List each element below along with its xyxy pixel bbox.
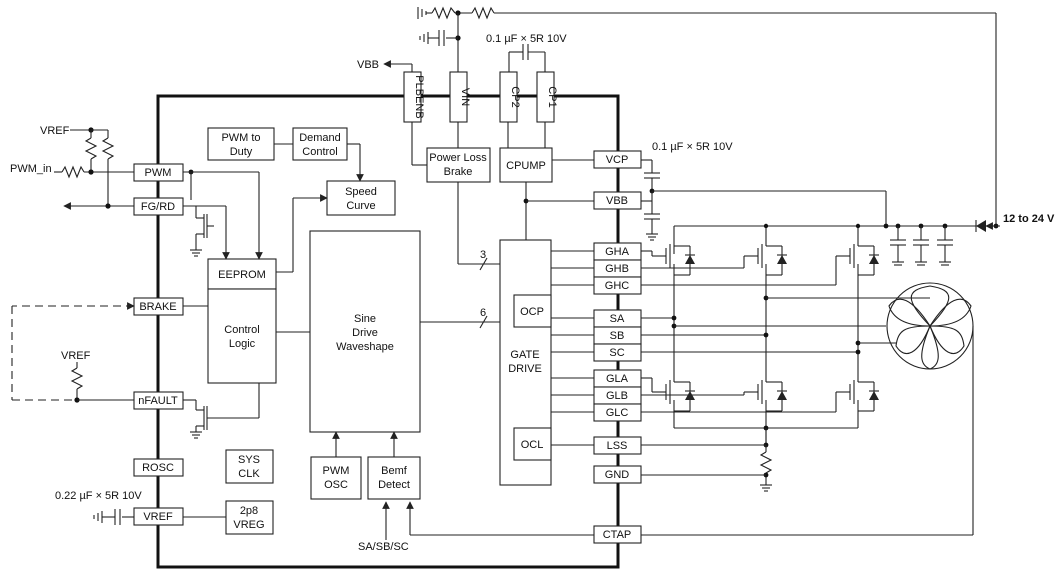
pin-gnd: GND bbox=[605, 469, 630, 481]
sasbsc-label: SA/SB/SC bbox=[358, 541, 409, 553]
svg-text:Control: Control bbox=[224, 324, 259, 336]
svg-text:nFAULT: nFAULT bbox=[138, 395, 178, 407]
block-pwm-osc: PWM OSC bbox=[310, 456, 362, 500]
block-sys-clk: SYS CLK bbox=[225, 449, 274, 484]
svg-text:Bemf: Bemf bbox=[381, 465, 408, 477]
pin-ghc: GHC bbox=[605, 280, 630, 292]
pin-ctap: CTAP bbox=[603, 529, 632, 541]
block-vreg: 2p8 VREG bbox=[225, 500, 274, 535]
pin-sa: SA bbox=[610, 313, 625, 325]
block-speed-curve: Speed Curve bbox=[326, 180, 396, 216]
svg-text:GATE: GATE bbox=[510, 349, 539, 361]
svg-text:Speed: Speed bbox=[345, 186, 377, 198]
block-power-loss-brake: Power Loss Brake bbox=[426, 147, 491, 183]
svg-text:OCP: OCP bbox=[520, 306, 544, 318]
pin-cp2: CP2 bbox=[499, 71, 521, 123]
vref-cap-label: 0.22 µF × 5R 10V bbox=[55, 490, 142, 502]
fet-high-b bbox=[744, 240, 787, 335]
svg-text:Control: Control bbox=[302, 146, 337, 158]
pin-nfault: nFAULT bbox=[133, 391, 184, 410]
vcp-cap-label: 0.1 µF × 5R 10V bbox=[652, 141, 733, 153]
pin-ghb: GHB bbox=[605, 263, 629, 275]
block-sine-drive-waveshape: Sine Drive Waveshape bbox=[309, 230, 421, 433]
block-bemf-detect: Bemf Detect bbox=[367, 456, 421, 500]
svg-text:Brake: Brake bbox=[444, 166, 473, 178]
svg-text:OSC: OSC bbox=[324, 479, 348, 491]
svg-text:Duty: Duty bbox=[230, 146, 253, 158]
vref-net-label-mid: VREF bbox=[61, 350, 91, 362]
cp-cap-label: 0.1 µF × 5R 10V bbox=[486, 33, 567, 45]
bridge-mosfets bbox=[641, 223, 930, 492]
svg-text:PWM: PWM bbox=[145, 167, 172, 179]
block-pwm-to-duty: PWM to Duty bbox=[207, 127, 275, 161]
pin-cp1: CP1 bbox=[536, 71, 558, 123]
vbb-net-label: VBB bbox=[357, 59, 379, 71]
svg-text:Demand: Demand bbox=[299, 132, 341, 144]
charge-pump-cap bbox=[508, 44, 546, 72]
svg-text:VREG: VREG bbox=[233, 519, 264, 531]
pin-pwm: PWM bbox=[133, 163, 184, 182]
pin-rosc: ROSC bbox=[133, 458, 184, 477]
svg-text:PWM to: PWM to bbox=[221, 132, 260, 144]
svg-text:OCL: OCL bbox=[521, 439, 544, 451]
pin-glc: GLC bbox=[606, 407, 629, 419]
svg-text:SYS: SYS bbox=[238, 454, 260, 466]
svg-text:BRAKE: BRAKE bbox=[139, 301, 176, 313]
pin-vcp: VCP bbox=[606, 154, 629, 166]
svg-text:PLBENB: PLBENB bbox=[413, 75, 425, 118]
bus-width-6: 6 bbox=[480, 307, 486, 319]
pin-glb: GLB bbox=[606, 390, 628, 402]
fet-low-c bbox=[836, 352, 879, 428]
svg-text:2p8: 2p8 bbox=[240, 505, 258, 517]
pin-sc: SC bbox=[609, 347, 624, 359]
pin-plbenb: PLBENB bbox=[403, 71, 425, 123]
svg-text:CP1: CP1 bbox=[546, 86, 558, 107]
vref-net-label-top: VREF bbox=[40, 125, 70, 137]
svg-text:EEPROM: EEPROM bbox=[218, 269, 266, 281]
vin-network bbox=[417, 6, 997, 226]
svg-text:ROSC: ROSC bbox=[142, 462, 174, 474]
svg-text:Waveshape: Waveshape bbox=[336, 341, 394, 353]
left-external bbox=[11, 127, 135, 525]
svg-text:PWM: PWM bbox=[323, 465, 350, 477]
fet-high-c bbox=[836, 240, 879, 352]
right-external bbox=[641, 159, 1000, 266]
pin-vin: VIN bbox=[449, 71, 471, 123]
svg-text:FG/RD: FG/RD bbox=[141, 201, 175, 213]
svg-text:CLK: CLK bbox=[238, 468, 260, 480]
internal-wiring: 6 3 bbox=[183, 122, 594, 518]
svg-text:Power Loss: Power Loss bbox=[429, 152, 487, 164]
pin-fg-rd: FG/RD bbox=[133, 197, 184, 216]
svg-text:Drive: Drive bbox=[352, 327, 378, 339]
block-eeprom: EEPROM bbox=[207, 258, 277, 290]
pin-vref: VREF bbox=[133, 507, 184, 526]
block-control-logic: Control Logic bbox=[207, 288, 277, 384]
fet-high-a bbox=[652, 240, 695, 318]
supply-label: 12 to 24 V bbox=[1003, 213, 1055, 225]
svg-text:DRIVE: DRIVE bbox=[508, 363, 542, 375]
block-cpump: CPUMP bbox=[499, 147, 553, 183]
svg-text:CP2: CP2 bbox=[509, 86, 521, 107]
svg-text:CPUMP: CPUMP bbox=[506, 160, 546, 172]
pin-lss: LSS bbox=[607, 440, 628, 452]
svg-text:VREF: VREF bbox=[143, 511, 173, 523]
pin-sb: SB bbox=[610, 330, 625, 342]
pin-vbb: VBB bbox=[606, 195, 628, 207]
pin-gha: GHA bbox=[605, 246, 630, 258]
pin-brake: BRAKE bbox=[133, 297, 184, 316]
block-ocl: OCL bbox=[513, 427, 552, 461]
fet-low-b bbox=[744, 335, 787, 445]
pin-gla: GLA bbox=[606, 373, 629, 385]
svg-text:Sine: Sine bbox=[354, 313, 376, 325]
svg-text:Curve: Curve bbox=[346, 200, 375, 212]
pwm-in-label: PWM_in bbox=[10, 163, 52, 175]
block-ocp: OCP bbox=[513, 294, 552, 328]
block-demand-control: Demand Control bbox=[292, 127, 348, 161]
svg-text:Detect: Detect bbox=[378, 479, 410, 491]
svg-text:Logic: Logic bbox=[229, 338, 256, 350]
svg-text:VIN: VIN bbox=[459, 88, 471, 106]
motor-symbol bbox=[406, 282, 974, 536]
bus-width-3: 3 bbox=[480, 249, 486, 261]
